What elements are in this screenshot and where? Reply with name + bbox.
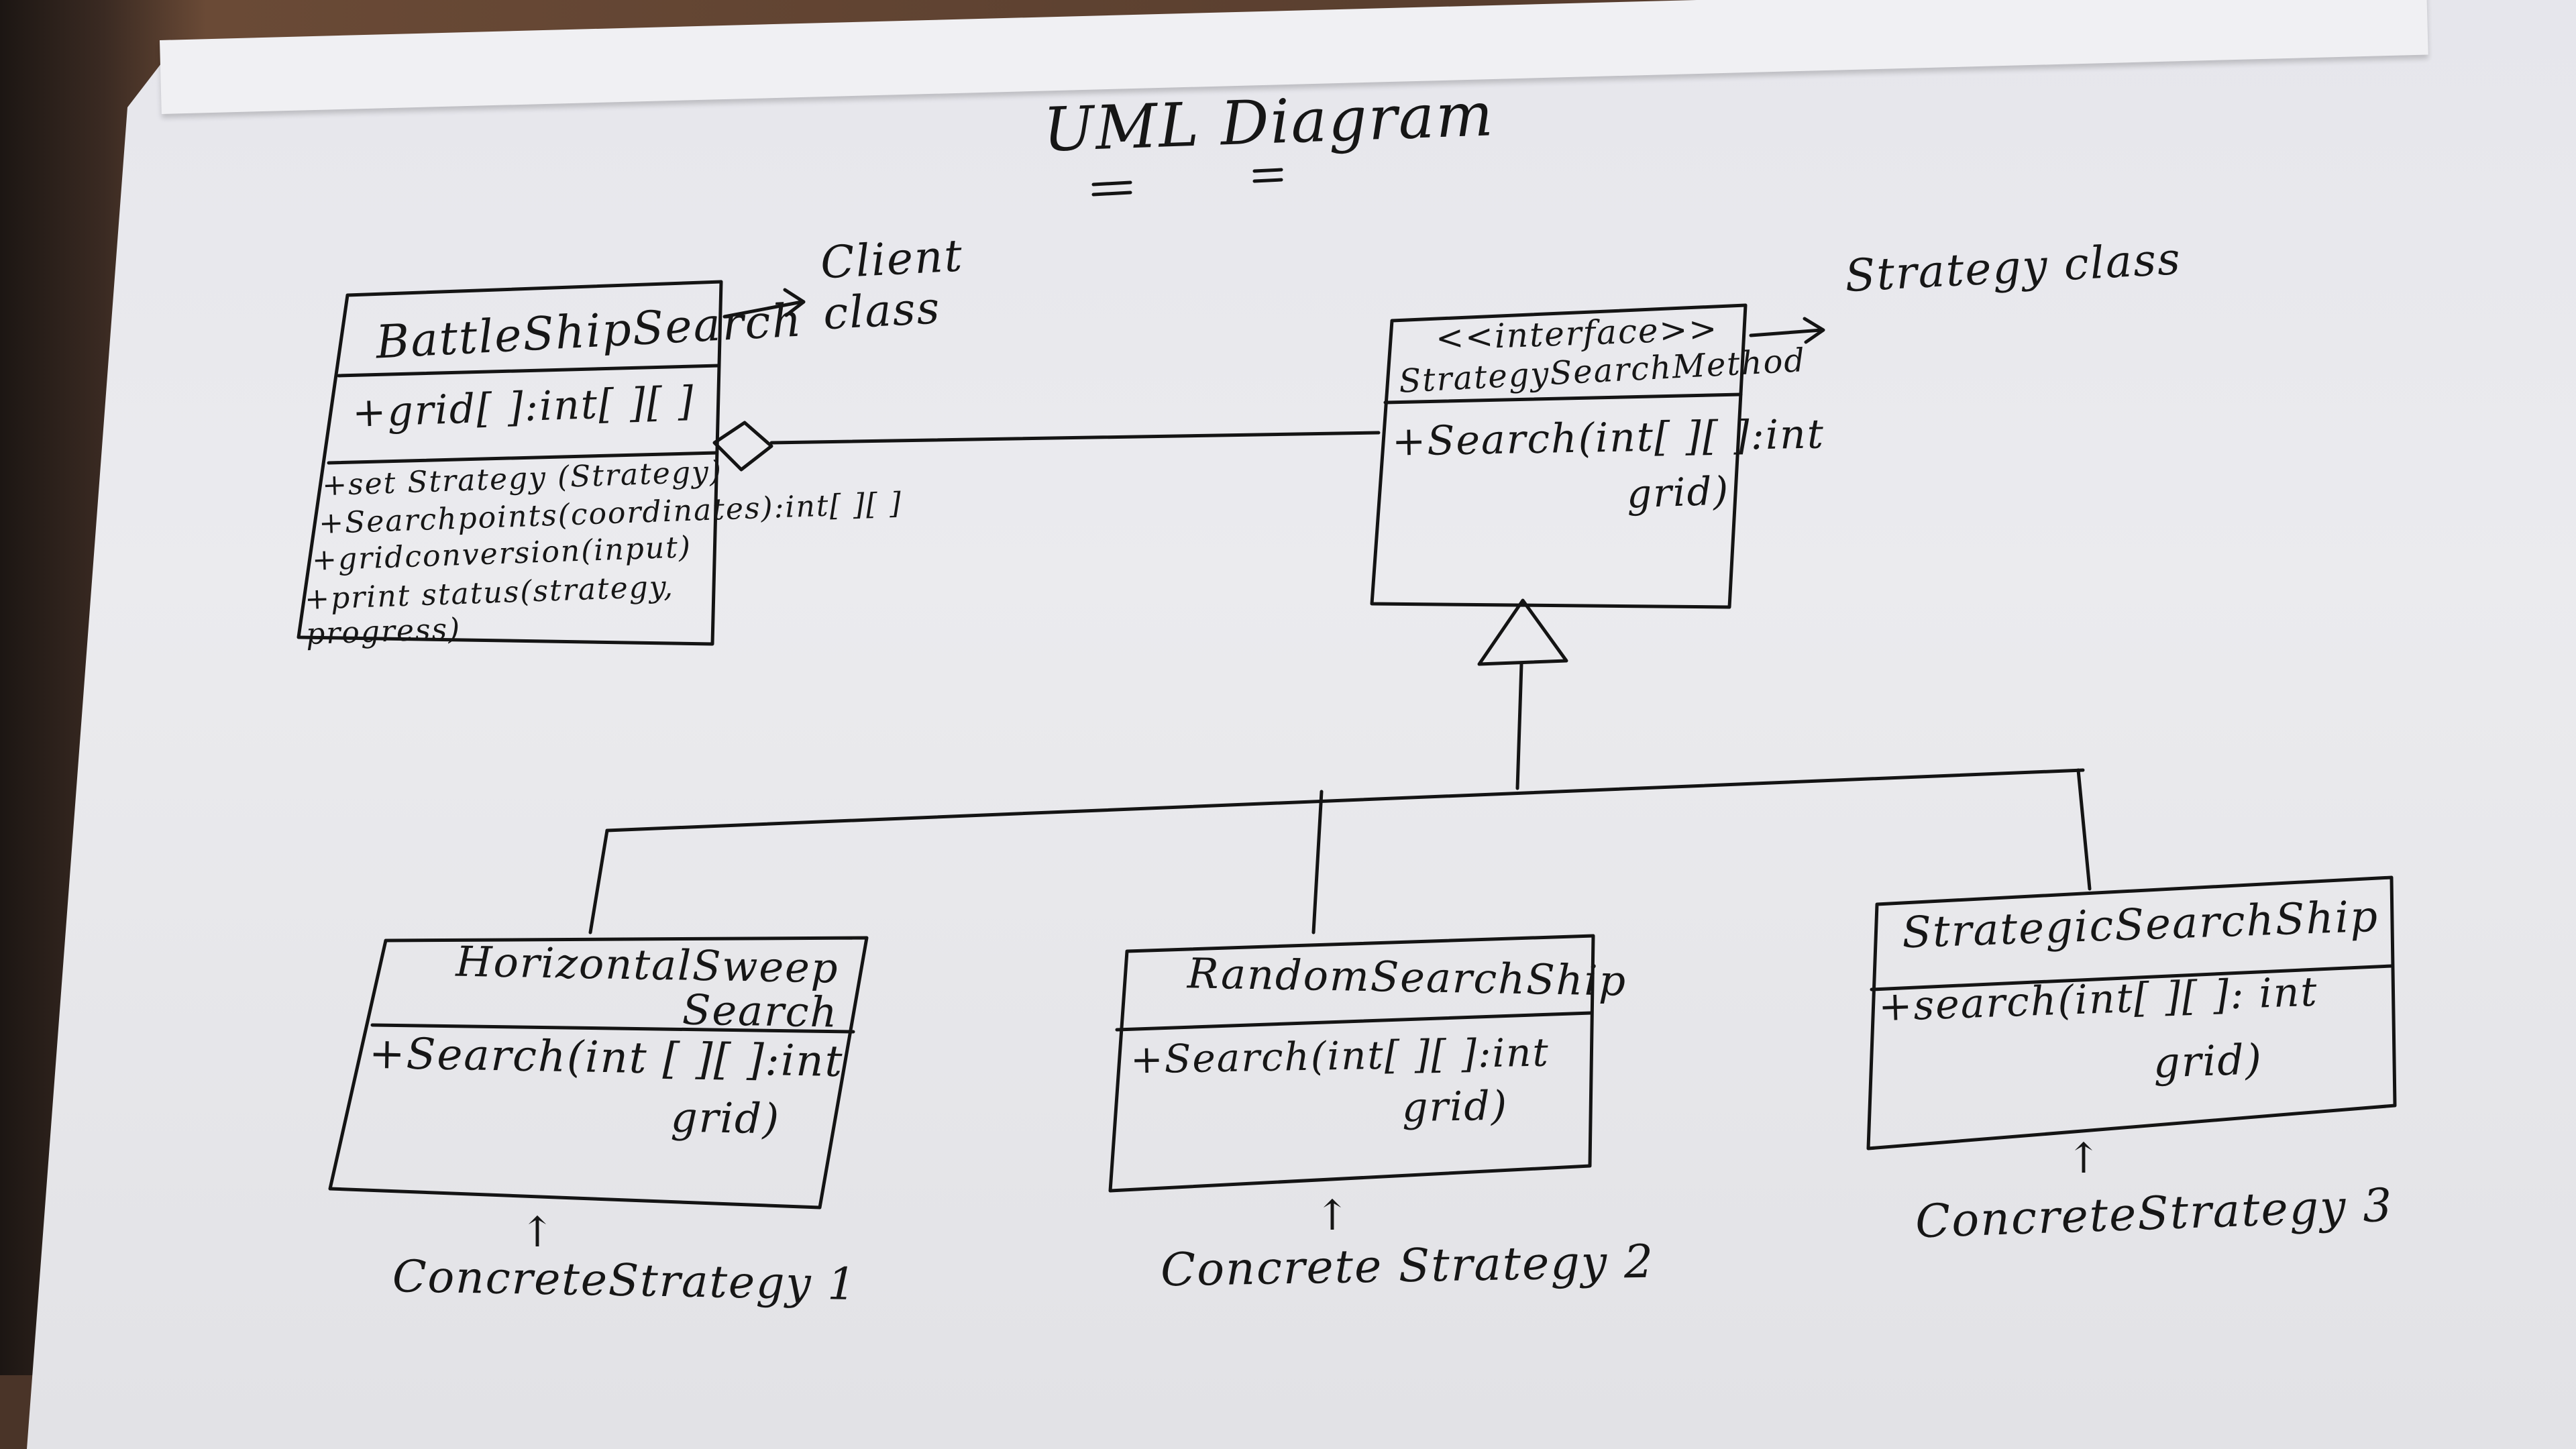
aggregation-association [712,421,1381,472]
interface-box [1370,303,1748,609]
inheritance-hierarchy [588,598,2092,934]
concrete-1-method-line-1: +Search(int [ ][ ]:int [368,1028,844,1087]
concrete-3-method-line-2: grid) [2152,1034,2264,1087]
client-annotation-arrow [722,288,806,319]
concrete-1-caption: ConcreteStrategy 1 [392,1250,858,1311]
concrete-2-method-line-2: grid) [1401,1082,1509,1132]
concrete-2-caption: Concrete Strategy 2 [1160,1235,1655,1297]
interface-method-line-2: grid) [1625,468,1731,517]
concrete-2-method-line-1: +Search(int[ ][ ]:int [1130,1029,1550,1083]
concrete-1-box [328,936,869,1210]
title-underline-mark-1b [1091,191,1132,197]
strategy-annotation-arrow [1749,317,1825,344]
concrete-2-up-arrow: ↑ [1315,1191,1351,1240]
concrete-1-method-line-2: grid) [670,1092,781,1144]
title-underline-mark-1 [1091,180,1132,186]
concrete-3-box [1866,875,2397,1150]
concrete-1-up-arrow: ↑ [520,1208,556,1256]
concrete-2-box [1108,934,1595,1193]
concrete-1-class-name: HorizontalSweep Search [455,936,840,1037]
concrete-3-up-arrow: ↑ [2066,1134,2102,1183]
concrete-2-class-name: RandomSearchShip [1187,949,1627,1006]
client-annotation-label: Client class [819,229,965,340]
title-underline-mark-2 [1252,168,1283,173]
client-method-4: +print status(strategy, progress) [304,569,675,652]
interface-method-line-1: +Search(int[ ][ ]:int [1391,411,1825,466]
client-class-box [297,280,723,646]
title-underline-mark-2b [1252,178,1283,183]
